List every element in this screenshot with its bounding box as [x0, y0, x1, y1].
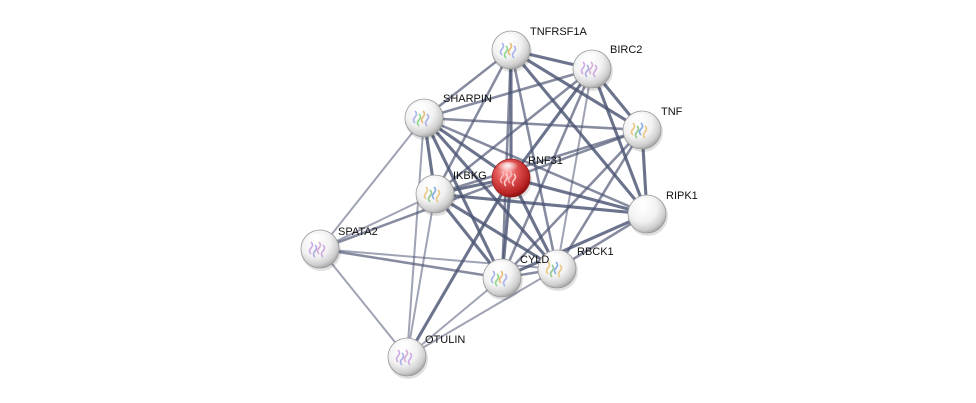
edge-tnfrsf1a-rbck1[interactable] — [509, 48, 559, 271]
edge-birc2-ripk1[interactable] — [590, 67, 649, 216]
node-ripk1[interactable]: RIPK1 — [627, 190, 698, 236]
edge-sharpin-rbck1[interactable] — [422, 116, 559, 271]
edge-rnf31-ripk1[interactable] — [509, 176, 649, 216]
node-otulin[interactable]: OTULIN — [387, 334, 465, 379]
node-highlight — [410, 102, 434, 116]
node-highlight — [488, 262, 512, 276]
edge-birc2-ikbkg[interactable] — [433, 67, 594, 196]
edge-ikbkg-otulin[interactable] — [406, 193, 436, 358]
node-label-otulin: OTULIN — [425, 334, 465, 346]
node-highlight — [578, 53, 602, 67]
edge-rnf31-otulin[interactable] — [405, 176, 513, 359]
edge-birc2-rbck1[interactable] — [556, 68, 593, 270]
node-highlight — [628, 114, 652, 128]
node-rbck1[interactable]: RBCK1 — [537, 246, 614, 291]
node-highlight — [306, 233, 330, 247]
edge-spata2-otulin[interactable] — [319, 248, 408, 358]
edge-cyld-otulin[interactable] — [406, 277, 503, 358]
protein-structure-icon — [499, 170, 517, 187]
node-highlight — [497, 34, 521, 48]
edge-tnf-sharpin[interactable] — [422, 116, 644, 132]
edge-spata2-rbck1[interactable] — [319, 248, 558, 270]
edge-sharpin-spata2[interactable] — [319, 117, 425, 250]
node-label-tnf: TNF — [661, 106, 683, 118]
node-highlight — [421, 178, 445, 192]
node-label-rnf31: RNF31 — [528, 155, 563, 167]
node-highlight — [633, 198, 657, 212]
node-ikbkg[interactable]: IKBKG — [415, 170, 487, 216]
edge-tnfrsf1a-ripk1[interactable] — [509, 48, 649, 216]
node-highlight — [393, 341, 417, 355]
edge-tnf-ikbkg[interactable] — [433, 128, 644, 196]
node-tnf[interactable]: TNF — [622, 106, 683, 152]
edge-ikbkg-rbck1[interactable] — [433, 192, 559, 271]
edge-ikbkg-ripk1[interactable] — [433, 192, 649, 216]
node-tnfrsf1a[interactable]: TNFRSF1A — [491, 26, 588, 72]
node-label-rbck1: RBCK1 — [577, 246, 614, 258]
node-rnf31[interactable]: RNF31 — [491, 155, 563, 200]
edge-birc2-rnf31[interactable] — [509, 67, 594, 180]
node-sharpin[interactable]: SHARPIN — [404, 93, 492, 140]
node-label-ripk1: RIPK1 — [666, 190, 698, 202]
edge-sharpin-otulin[interactable] — [406, 117, 425, 358]
edge-birc2-sharpin[interactable] — [422, 67, 594, 120]
node-label-birc2: BIRC2 — [610, 44, 642, 56]
node-birc2[interactable]: BIRC2 — [572, 44, 642, 91]
edge-tnf-cyld[interactable] — [500, 128, 644, 280]
node-highlight — [543, 253, 567, 267]
node-spata2[interactable]: SPATA2 — [300, 226, 378, 271]
node-label-tnfrsf1a: TNFRSF1A — [530, 26, 588, 38]
edge-rbck1-otulin[interactable] — [406, 268, 558, 358]
edge-rnf31-spata2[interactable] — [318, 176, 513, 251]
node-label-ikbkg: IKBKG — [453, 170, 487, 182]
edge-spata2-cyld[interactable] — [318, 247, 504, 280]
node-label-sharpin: SHARPIN — [443, 93, 492, 105]
node-highlight — [497, 162, 521, 176]
edge-sharpin-ripk1[interactable] — [422, 116, 649, 216]
node-label-spata2: SPATA2 — [338, 226, 378, 238]
edge-ikbkg-spata2[interactable] — [319, 193, 436, 250]
node-cyld[interactable]: CYLD — [482, 254, 549, 300]
node-label-cyld: CYLD — [520, 254, 549, 266]
